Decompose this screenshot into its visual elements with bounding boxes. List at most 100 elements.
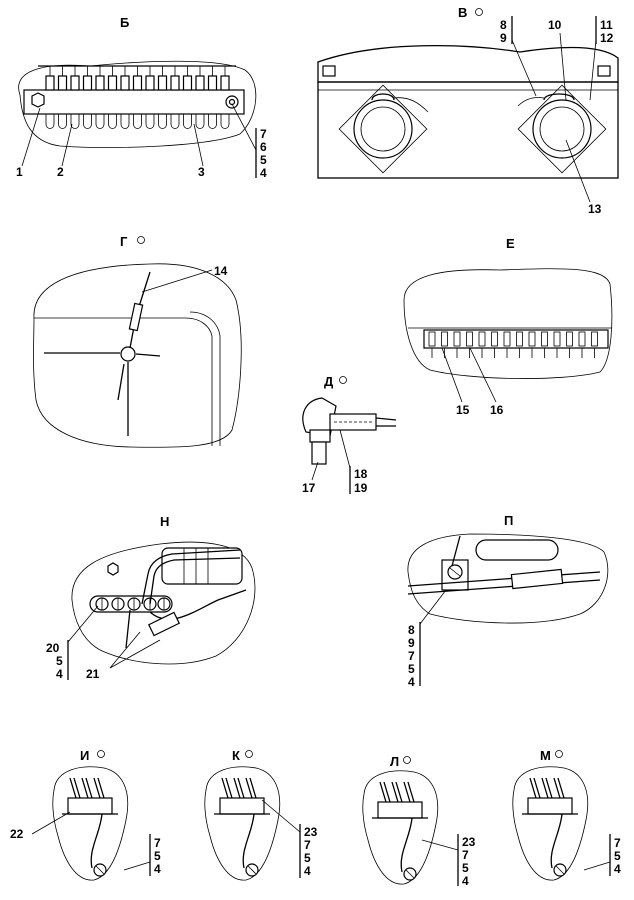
view-g-wire-d (117, 363, 125, 401)
view-b: Б 1 2 3 7 6 5 4 (16, 15, 267, 180)
view-b-stack-5: 5 (260, 153, 267, 167)
leader-11-12 (589, 39, 597, 101)
strip-terminal (441, 331, 448, 358)
view-g-wire-r (135, 353, 161, 357)
view-v-stack-11: 11 (600, 18, 613, 32)
view-l-stack-5: 5 (462, 861, 469, 875)
view-k-stack-7: 7 (304, 838, 311, 852)
view-v-marker-icon (475, 8, 483, 16)
view-p-stack-9: 9 (408, 636, 415, 650)
strip-terminal (528, 331, 536, 358)
view-m-stack-5: 5 (614, 849, 621, 863)
view-g-junction (120, 346, 136, 362)
view-n-wire-d (149, 589, 247, 620)
detail-wire (249, 777, 257, 799)
detail-wire (533, 777, 541, 799)
terminal-contact (207, 66, 218, 129)
strip-terminal (478, 331, 486, 358)
view-n-stack-4: 4 (56, 667, 63, 681)
view-l-stack-4: 4 (462, 874, 469, 888)
view-p-stack-7: 7 (408, 649, 415, 663)
leader-2 (61, 123, 73, 167)
detail-screw-slot (555, 865, 565, 875)
view-b-stack-7: 7 (260, 127, 267, 141)
view-g-connector (128, 302, 144, 332)
view-d-title: Д (324, 374, 334, 389)
leader-22 (31, 811, 71, 835)
view-i-marker-icon (97, 750, 105, 758)
view-b-stack-4: 4 (260, 166, 267, 180)
view-b-callout-1: 1 (16, 165, 23, 179)
view-d-boot (302, 397, 337, 437)
leader-1 (21, 107, 41, 167)
strip-screw (95, 597, 109, 611)
detail-wire (541, 777, 549, 799)
leader-20 (67, 605, 99, 643)
terminal-contact (45, 66, 55, 129)
view-i-stack-5: 5 (154, 849, 161, 863)
strip-screw (111, 597, 125, 611)
view-e-callout-16: 16 (490, 403, 504, 417)
leader-17 (311, 461, 319, 481)
view-v-callout-10: 10 (548, 18, 562, 32)
view-k-stack-23: 23 (304, 825, 318, 839)
view-g-title: Г (120, 234, 128, 249)
view-k: К 23 7 5 4 (204, 748, 318, 881)
view-l: Л 23 7 5 4 (362, 754, 476, 888)
detail-cable (400, 817, 413, 873)
view-i: И 22 7 5 4 (10, 748, 161, 881)
detail-wire (73, 777, 81, 799)
view-g-outline (33, 263, 242, 448)
detail-cable (90, 813, 103, 869)
detail-wire (529, 777, 537, 799)
view-v-title: В (458, 5, 467, 20)
leader-i (123, 861, 151, 871)
view-e-outline (403, 268, 613, 379)
view-p-stack-8: 8 (408, 623, 415, 637)
leader-p (419, 589, 447, 625)
strip-terminal (503, 331, 511, 358)
view-e: Е 15 16 (403, 236, 613, 417)
detail-wire (545, 777, 553, 799)
strip-terminal (466, 331, 473, 358)
detail-wire (379, 781, 387, 803)
detail-wire (85, 777, 93, 799)
cable-gland-left (338, 84, 429, 174)
leader-13 (565, 139, 591, 203)
view-n-cable-b (149, 557, 241, 605)
view-v-callout-13: 13 (588, 202, 602, 216)
view-d-lug (309, 429, 331, 443)
leader-18-19 (339, 429, 351, 469)
detail-wire (93, 777, 101, 799)
view-b-callout-2: 2 (57, 165, 64, 179)
cable-gland-right (517, 84, 607, 174)
view-n: Н 20 5 4 21 (46, 514, 256, 681)
cabinet-body (317, 81, 619, 179)
detail-screw-slot (95, 865, 105, 875)
view-l-title: Л (390, 754, 399, 769)
detail-wire (391, 781, 399, 803)
view-b-callout-3: 3 (198, 165, 205, 179)
view-e-callout-15: 15 (456, 403, 470, 417)
view-n-screws (95, 597, 171, 611)
detail-terminal-block (377, 801, 423, 819)
view-k-stack-5: 5 (304, 851, 311, 865)
detail-outline (204, 766, 281, 881)
view-g-marker-icon (137, 236, 145, 244)
view-e-terminals (428, 331, 598, 358)
detail-wire (557, 777, 565, 799)
detail-wire (407, 781, 415, 803)
detail-terminal-block (219, 797, 265, 815)
view-m-marker-icon (555, 750, 563, 758)
view-l-stack-23: 23 (462, 835, 476, 849)
view-v-stack-8: 8 (500, 18, 507, 32)
leader-l (421, 839, 459, 851)
terminal-contact (195, 66, 205, 129)
detail-wire (233, 777, 241, 799)
terminal-contact (120, 66, 130, 129)
view-n-cable-a (141, 549, 241, 605)
terminal-contact (70, 66, 80, 129)
view-p-outline (407, 533, 609, 624)
view-n-callout-21: 21 (86, 667, 100, 681)
